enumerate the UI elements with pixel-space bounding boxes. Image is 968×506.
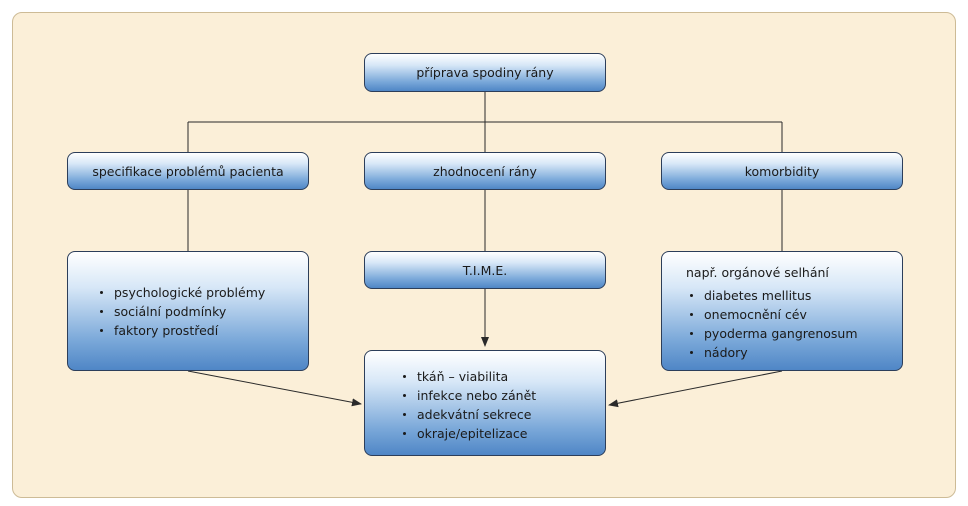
list-item: faktory prostředí	[96, 321, 308, 340]
right-details-list: diabetes mellitus onemocnění cév pyoderm…	[686, 286, 902, 362]
list-item: okraje/epitelizace	[399, 424, 605, 443]
list-item: pyoderma gangrenosum	[686, 324, 902, 343]
list-item: tkáň – viabilita	[399, 367, 605, 386]
list-item: infekce nebo zánět	[399, 386, 605, 405]
list-item: nádory	[686, 343, 902, 362]
list-item: adekvátní sekrece	[399, 405, 605, 424]
root-box: příprava spodiny rány	[364, 53, 606, 92]
left-details-box: psychologické problémy sociální podmínky…	[67, 251, 309, 371]
right-to-center-arrow	[608, 370, 783, 408]
center-details-box: tkáň – viabilita infekce nebo zánět adek…	[364, 350, 606, 456]
branch-middle-box: zhodnocení rány	[364, 152, 606, 190]
list-item: sociální podmínky	[96, 302, 308, 321]
branch-right-label: komorbidity	[744, 163, 820, 179]
right-details-box: např. orgánové selhání diabetes mellitus…	[661, 251, 903, 371]
branch-left-box: specifikace problémů pacienta	[67, 152, 309, 190]
list-item: psychologické problémy	[96, 283, 308, 302]
list-item: diabetes mellitus	[686, 286, 902, 305]
time-label: T.I.M.E.	[462, 262, 508, 278]
left-details-list: psychologické problémy sociální podmínky…	[96, 283, 308, 340]
branch-left-label: specifikace problémů pacienta	[92, 163, 284, 179]
right-details-heading: např. orgánové selhání	[686, 265, 829, 280]
left-to-center-arrow	[187, 370, 362, 407]
branch-right-box: komorbidity	[661, 152, 903, 190]
center-details-list: tkáň – viabilita infekce nebo zánět adek…	[399, 367, 605, 443]
root-label: příprava spodiny rány	[416, 65, 554, 80]
branch-middle-label: zhodnocení rány	[433, 163, 537, 179]
time-box: T.I.M.E.	[364, 251, 606, 289]
list-item: onemocnění cév	[686, 305, 902, 324]
